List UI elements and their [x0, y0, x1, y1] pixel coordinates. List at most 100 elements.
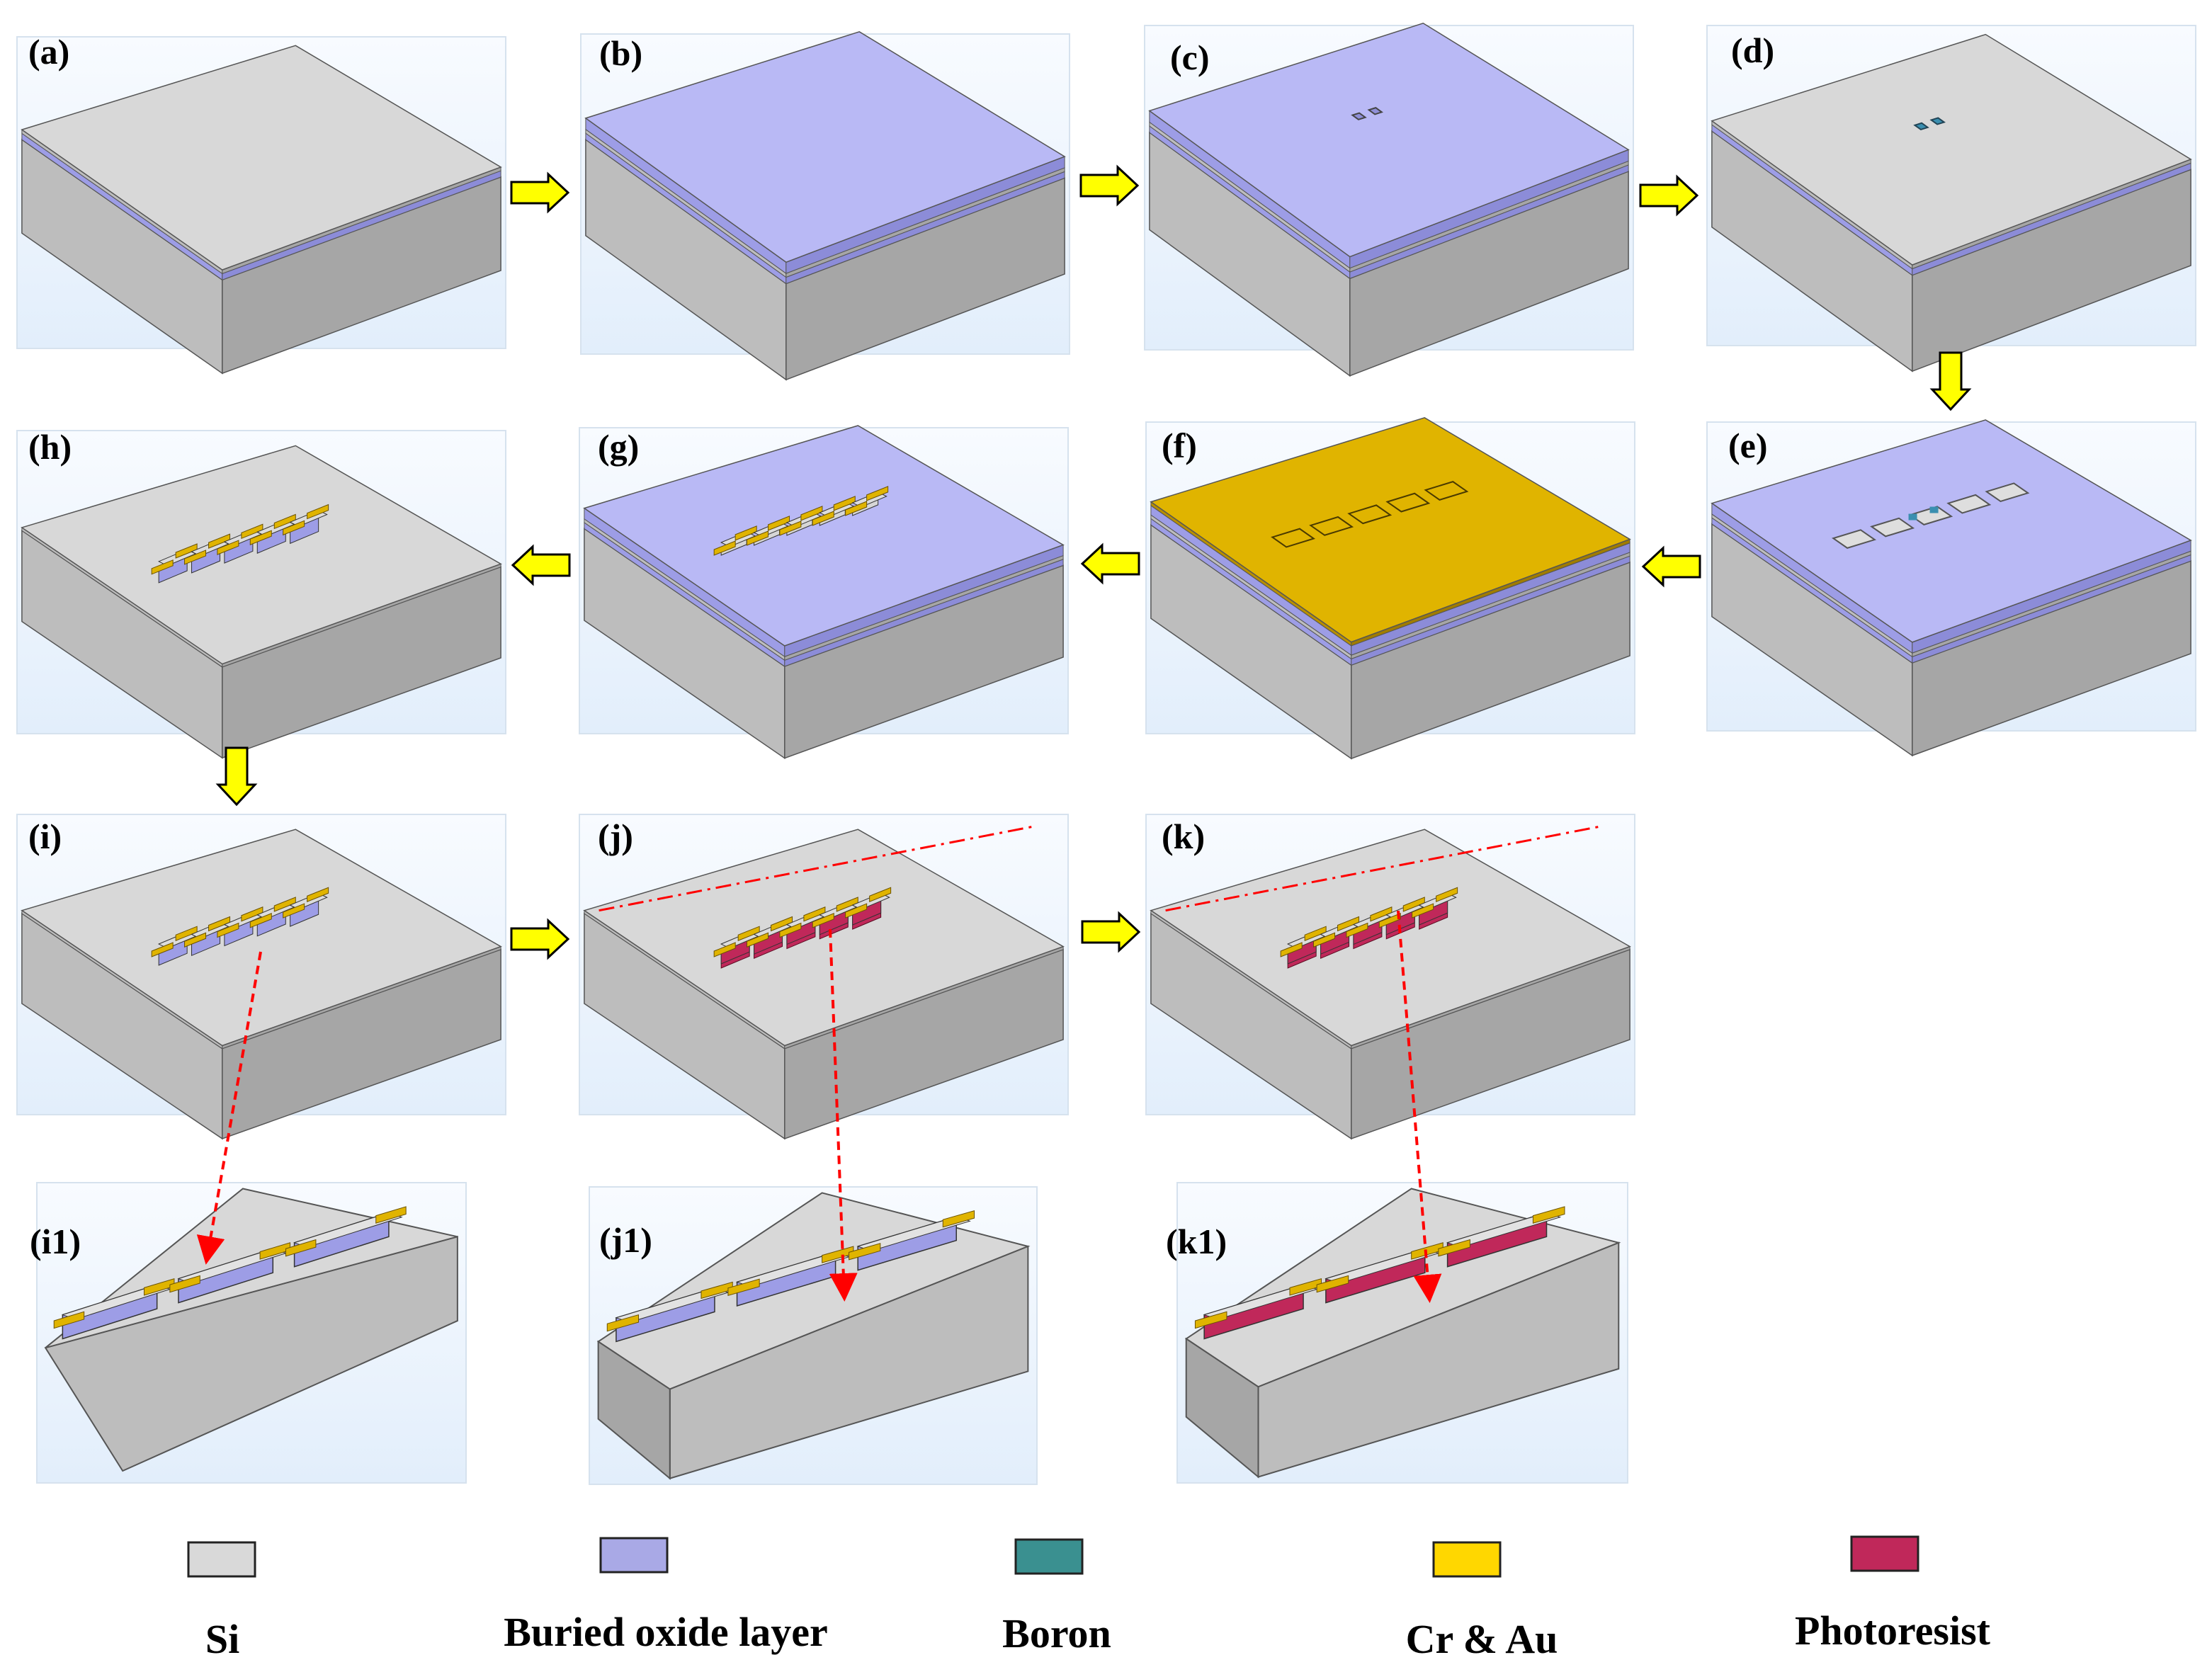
gold-contact — [1194, 1311, 1227, 1329]
oxide-window — [1351, 112, 1367, 120]
silicon-pad — [1870, 517, 1915, 538]
gold-contact — [249, 530, 272, 545]
gold-contact — [249, 913, 272, 928]
wafer-top-face — [21, 445, 502, 665]
gold-contact — [1436, 887, 1458, 903]
panel-a — [16, 36, 506, 375]
gold-contact — [747, 530, 769, 546]
gold-contact — [606, 1314, 640, 1332]
gold-contact — [1346, 922, 1368, 938]
oxide-window — [1367, 107, 1383, 115]
gold-contact — [151, 942, 174, 957]
panel-j — [579, 814, 1069, 1140]
gold-contact — [184, 932, 207, 948]
step-label-k: (k) — [1162, 817, 1205, 856]
gold-contact — [779, 521, 802, 536]
panel-i1 — [36, 1182, 467, 1484]
gold-pad-outline — [1424, 481, 1469, 501]
gold-pad-outline — [1385, 492, 1431, 513]
gold-contact — [1378, 913, 1401, 928]
gold-contact — [1313, 932, 1336, 948]
panel-i — [16, 814, 506, 1140]
gold-contact — [849, 1243, 881, 1261]
gold-contact — [1412, 903, 1434, 919]
zoom-arrow — [196, 951, 262, 1265]
boron-implant — [1913, 122, 1929, 131]
gold-contact — [1280, 942, 1303, 957]
gold-contact — [283, 520, 305, 536]
panel-j1 — [589, 1186, 1038, 1485]
process-arrow-right — [510, 918, 570, 960]
wafer-top-face — [21, 829, 502, 1047]
wafer-top-face — [1711, 33, 2192, 266]
process-arrow-left — [511, 544, 571, 586]
panel-e — [1706, 419, 2196, 757]
process-arrow-down — [215, 746, 258, 807]
step-label-e: (e) — [1728, 426, 1768, 465]
step-label-k1: (k1) — [1166, 1222, 1227, 1261]
process-arrow-right — [510, 171, 570, 214]
wafer-top-face — [1148, 22, 1630, 258]
legend-swatch-2 — [1014, 1538, 1084, 1575]
cut-line — [599, 825, 1034, 912]
step-label-b: (b) — [599, 33, 642, 73]
gold-pad-outline — [1347, 504, 1393, 525]
silicon-pad — [1946, 494, 1992, 514]
gold-contact — [184, 550, 207, 565]
gold-contact — [283, 903, 305, 919]
gold-contact — [747, 932, 769, 948]
silicon-pad — [1832, 529, 1877, 549]
wafer-top-face — [1150, 417, 1631, 643]
wafer-top-face — [1711, 419, 2192, 643]
process-arrow-left — [1641, 545, 1701, 588]
step-label-i: (i) — [28, 817, 62, 856]
panel-b — [580, 31, 1070, 381]
step-label-d: (d) — [1731, 30, 1774, 70]
panel-d — [1706, 25, 2196, 372]
cut-line — [1165, 825, 1601, 912]
silicon-pad — [1908, 506, 1953, 525]
gold-contact — [151, 559, 174, 575]
step-label-c: (c) — [1170, 38, 1210, 77]
gold-contact — [217, 540, 239, 555]
gold-contact — [942, 1210, 975, 1228]
gold-contact — [727, 1278, 760, 1296]
gold-contact — [375, 1206, 407, 1224]
step-label-i1: (i1) — [30, 1222, 81, 1261]
panel-g — [579, 425, 1069, 759]
legend-swatch-0 — [187, 1541, 256, 1578]
boron-implant — [1929, 117, 1946, 125]
panel-c — [1144, 22, 1634, 377]
gold-contact — [812, 913, 834, 928]
step-label-a: (a) — [28, 32, 69, 72]
process-arrow-right — [1639, 174, 1699, 217]
gold-contact — [1438, 1239, 1470, 1257]
gold-contact — [845, 501, 868, 516]
gold-contact — [307, 504, 329, 520]
legend-label-4: Photoresist — [1795, 1608, 1991, 1654]
legend-swatch-3 — [1432, 1541, 1502, 1578]
gold-contact — [307, 887, 329, 903]
process-arrow-down — [1929, 351, 1972, 411]
wafer-top-face — [584, 31, 1066, 263]
gold-contact — [866, 486, 889, 501]
process-arrow-right — [1079, 164, 1140, 207]
legend-label-1: Buried oxide layer — [504, 1609, 828, 1655]
process-arrow-right — [1081, 911, 1141, 953]
step-label-f: (f) — [1162, 426, 1197, 465]
boron-dot — [1929, 506, 1939, 513]
panel-f — [1145, 417, 1635, 760]
gold-contact — [1532, 1206, 1565, 1224]
panel-h — [16, 430, 506, 759]
gold-pad-outline — [1309, 516, 1354, 536]
zoom-arrow — [829, 928, 858, 1302]
gold-contact — [285, 1239, 317, 1257]
gold-contact — [869, 887, 892, 903]
step-label-j1: (j1) — [599, 1220, 652, 1260]
process-arrow-left — [1080, 542, 1140, 585]
panel-k — [1145, 814, 1635, 1140]
legend-swatch-1 — [599, 1537, 669, 1574]
panel-k1 — [1176, 1182, 1628, 1484]
